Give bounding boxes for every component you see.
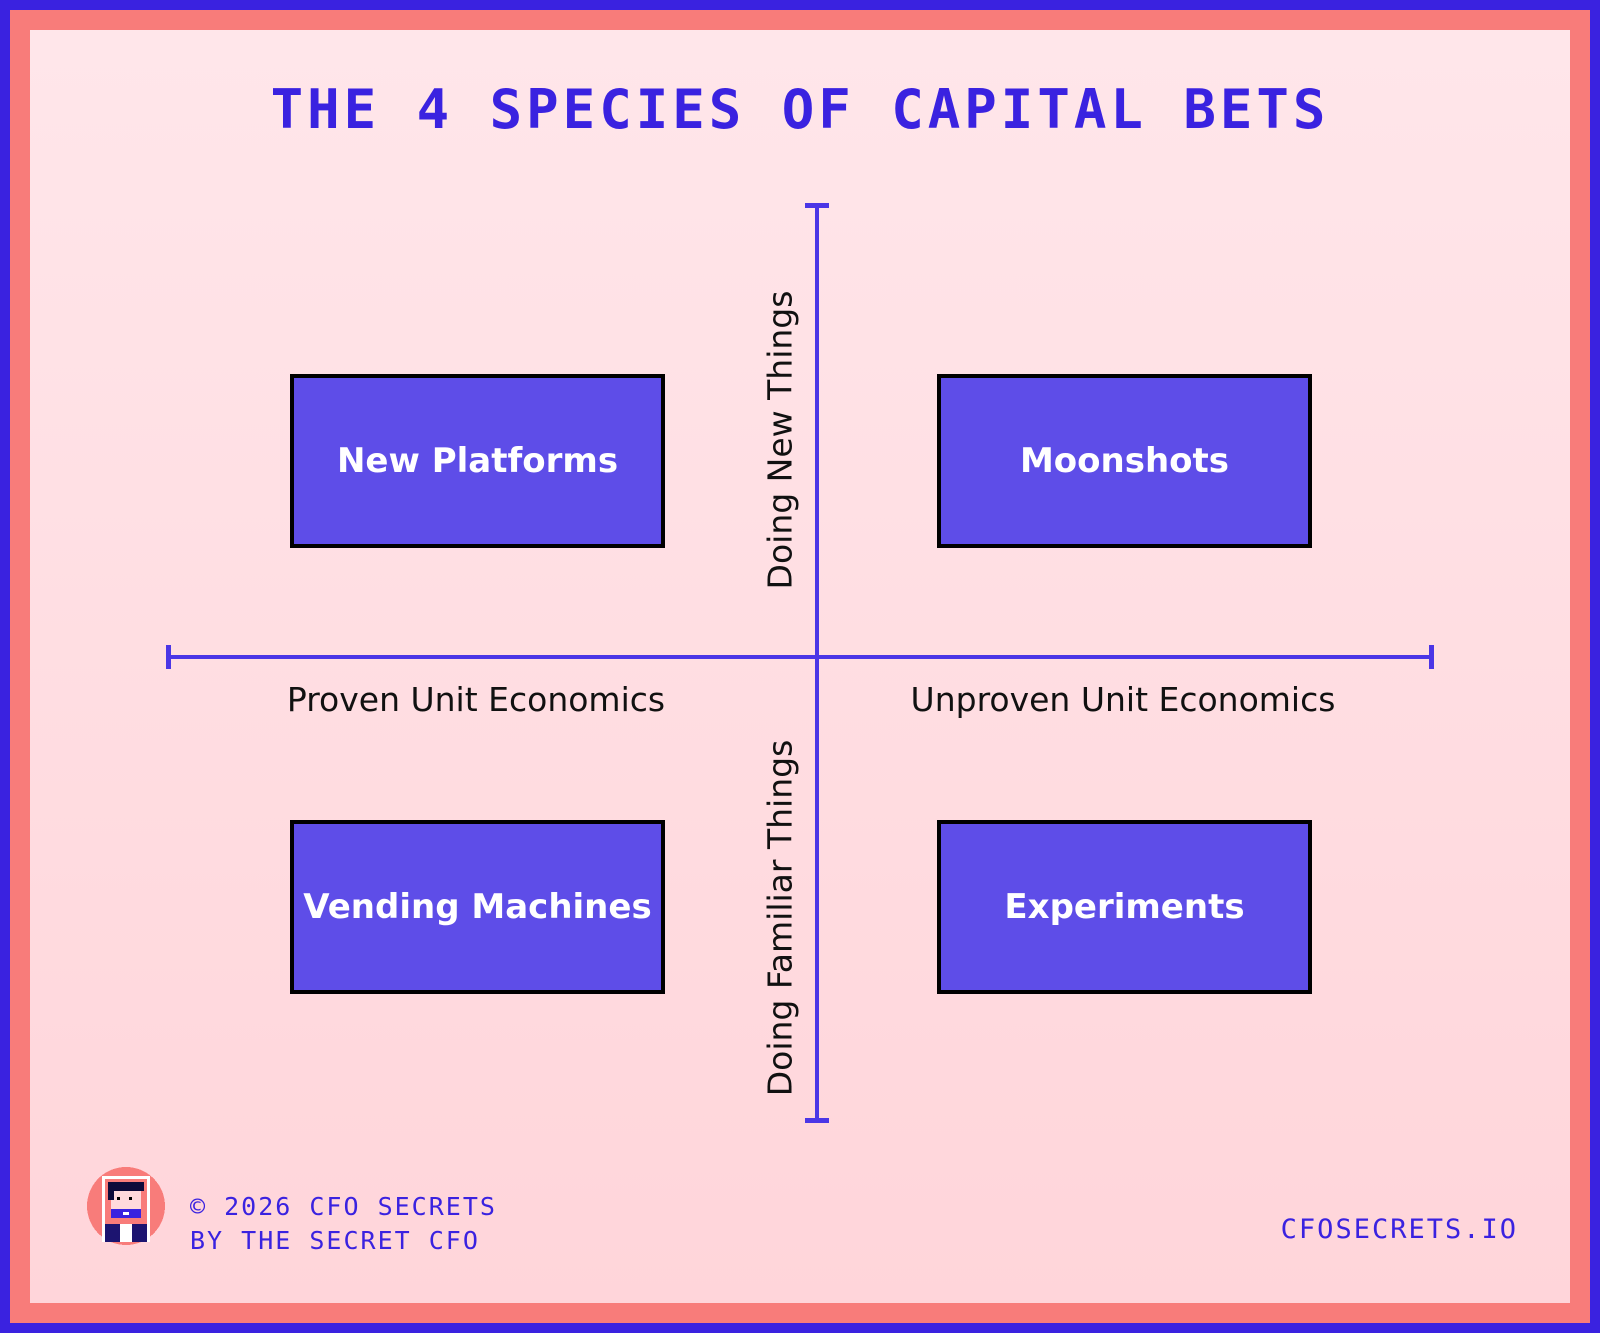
y-axis-label-bottom: Doing Familiar Things [760,739,800,1097]
quadrant-vending-machines: Vending Machines [290,820,665,994]
y-axis-label-top: Doing New Things [760,290,800,590]
quadrant-experiments: Experiments [937,820,1312,994]
page-title: THE 4 SPECIES OF CAPITAL BETS [270,78,1330,141]
copyright-text: © 2026 CFO SECRETS [190,1192,497,1221]
outer-frame [10,10,1590,1323]
arrow-up-icon [805,203,829,208]
quadrant-new-platforms: New Platforms [290,374,665,548]
arrow-right-icon [1429,645,1434,669]
x-axis-label-left: Proven Unit Economics [286,680,666,719]
arrow-down-icon [805,1118,829,1123]
vertical-axis [815,204,819,1122]
website-link[interactable]: CFOSECRETS.IO [1280,1214,1518,1245]
byline-text: BY THE SECRET CFO [190,1226,480,1255]
quadrant-moonshots: Moonshots [937,374,1312,548]
arrow-left-icon [166,645,171,669]
horizontal-axis [168,655,1432,659]
canvas [30,30,1570,1303]
avatar [84,1167,168,1251]
x-axis-label-right: Unproven Unit Economics [910,680,1336,719]
